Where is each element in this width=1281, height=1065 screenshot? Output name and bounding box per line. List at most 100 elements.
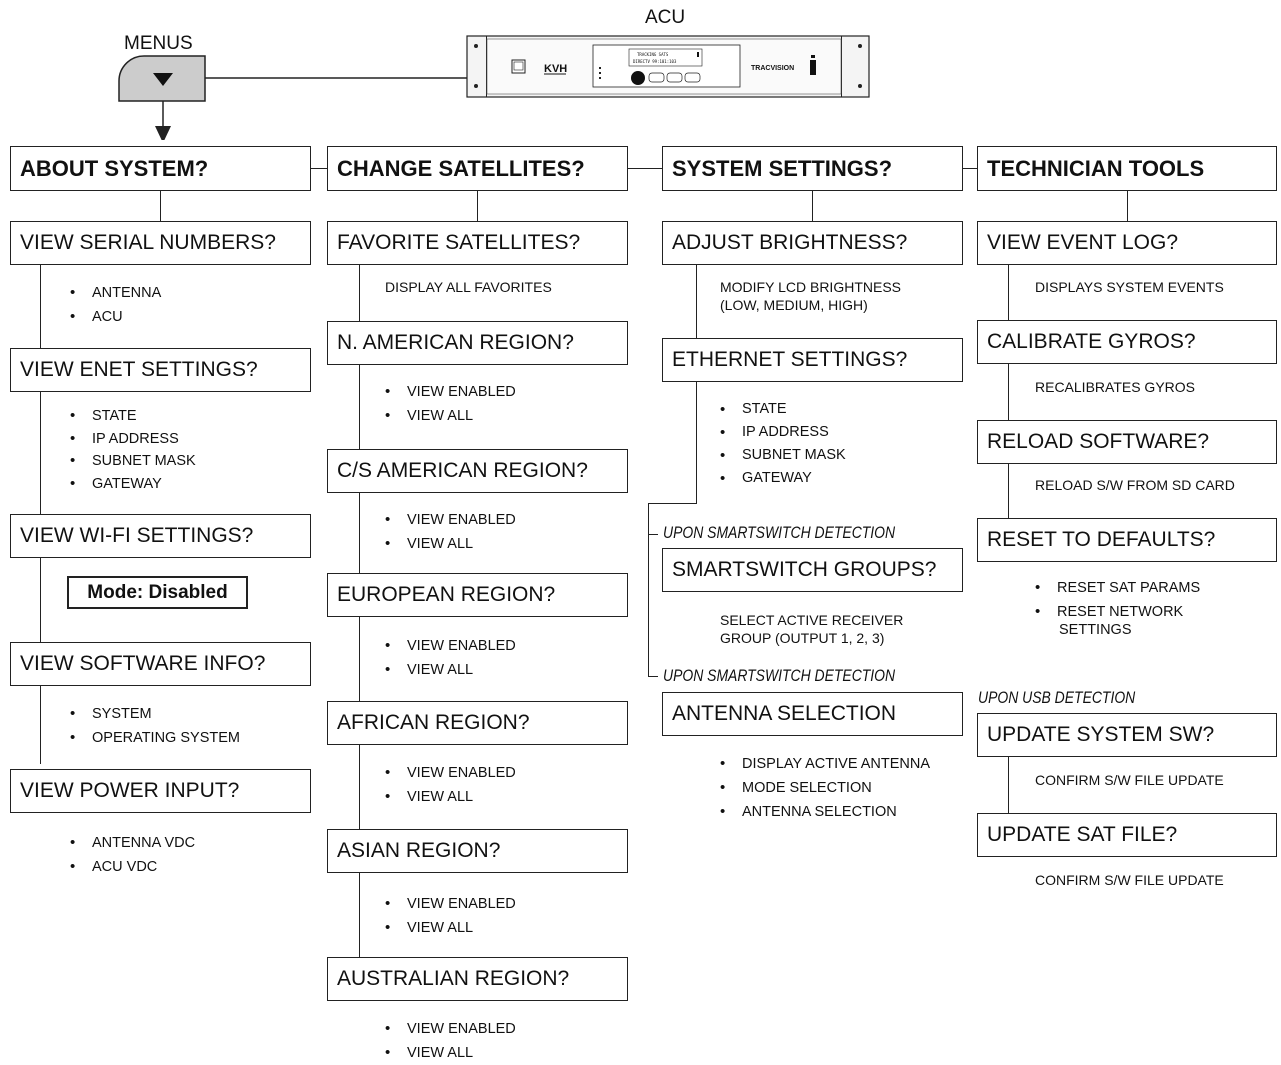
menu-view-serial-numbers[interactable]: VIEW SERIAL NUMBERS? bbox=[10, 221, 311, 265]
list-item: VIEW ALL bbox=[385, 404, 516, 428]
list-item: ANTENNA SELECTION bbox=[720, 800, 930, 824]
list-item: VIEW ALL bbox=[385, 916, 516, 940]
header-connector-2 bbox=[628, 168, 662, 169]
col3-branch-spine bbox=[648, 503, 649, 676]
list-item: RESET SAT PARAMS bbox=[1035, 578, 1200, 598]
kvh-logo: KVH bbox=[544, 63, 567, 75]
list-item: IP ADDRESS bbox=[720, 421, 846, 444]
col3-branch-tick-1 bbox=[648, 534, 658, 535]
note-brightness-line1: MODIFY LCD BRIGHTNESS bbox=[720, 279, 901, 295]
list-item: ACU VDC bbox=[70, 855, 195, 879]
list-item: VIEW ENABLED bbox=[385, 892, 516, 916]
header-technician-tools[interactable]: TECHNICIAN TOOLS bbox=[977, 146, 1277, 191]
bullets-asian: VIEW ENABLED VIEW ALL bbox=[385, 892, 516, 940]
list-item: VIEW ENABLED bbox=[385, 634, 516, 658]
lcd-line2: DIRECTV 99:101:103 bbox=[633, 59, 677, 64]
list-item: OPERATING SYSTEM bbox=[70, 726, 240, 750]
col1-trunk bbox=[160, 191, 161, 221]
menus-button[interactable] bbox=[118, 55, 208, 103]
acu-label: ACU bbox=[645, 7, 686, 28]
menu-antenna-selection[interactable]: ANTENNA SELECTION bbox=[662, 692, 963, 736]
col3-branch-tick-2 bbox=[648, 676, 658, 677]
menu-update-sat-file[interactable]: UPDATE SAT FILE? bbox=[977, 813, 1277, 857]
menu-european-region[interactable]: EUROPEAN REGION? bbox=[327, 573, 628, 617]
condition-smartswitch-1: UPON SMARTSWITCH DETECTION bbox=[663, 523, 896, 542]
bullets-cs-american: VIEW ENABLED VIEW ALL bbox=[385, 508, 516, 556]
list-item: SYSTEM bbox=[70, 702, 240, 726]
note-brightness-line2: (LOW, MEDIUM, HIGH) bbox=[720, 297, 868, 313]
list-item: VIEW ALL bbox=[385, 1041, 516, 1065]
menu-n-american-region[interactable]: N. AMERICAN REGION? bbox=[327, 321, 628, 365]
col4-spine bbox=[1008, 265, 1009, 518]
list-item: ANTENNA bbox=[70, 281, 161, 305]
list-item: VIEW ENABLED bbox=[385, 380, 516, 404]
col4-trunk bbox=[1127, 191, 1128, 221]
down-triangle-icon bbox=[153, 73, 173, 86]
bullets-african: VIEW ENABLED VIEW ALL bbox=[385, 761, 516, 809]
note-update-system-sw: CONFIRM S/W FILE UPDATE bbox=[1035, 772, 1224, 788]
note-calibrate-gyros: RECALIBRATES GYROS bbox=[1035, 379, 1196, 395]
list-item: VIEW ALL bbox=[385, 532, 516, 556]
list-item: RESET NETWORK bbox=[1035, 602, 1200, 622]
reset-network-settings-cont: SETTINGS bbox=[1059, 622, 1132, 638]
menu-smartswitch-groups[interactable]: SMARTSWITCH GROUPS? bbox=[662, 548, 963, 592]
acu-device: KVH TRACKING SATS DIRECTV 99:101:103 TRA… bbox=[155, 35, 870, 140]
menu-view-event-log[interactable]: VIEW EVENT LOG? bbox=[977, 221, 1277, 265]
list-item: VIEW ENABLED bbox=[385, 761, 516, 785]
tracvision-logo: TRACVISION bbox=[751, 65, 794, 72]
header-change-satellites[interactable]: CHANGE SATELLITES? bbox=[327, 146, 628, 191]
menu-reload-software[interactable]: RELOAD SOFTWARE? bbox=[977, 420, 1277, 464]
menu-favorite-satellites[interactable]: FAVORITE SATELLITES? bbox=[327, 221, 628, 265]
menu-view-enet-settings[interactable]: VIEW ENET SETTINGS? bbox=[10, 348, 311, 392]
menu-view-power-input[interactable]: VIEW POWER INPUT? bbox=[10, 769, 311, 813]
list-item: MODE SELECTION bbox=[720, 776, 930, 800]
bullets-n-american: VIEW ENABLED VIEW ALL bbox=[385, 380, 516, 428]
list-item: IP ADDRESS bbox=[70, 428, 196, 451]
list-item: SUBNET MASK bbox=[70, 450, 196, 473]
list-item: VIEW ENABLED bbox=[385, 1017, 516, 1041]
list-item: VIEW ENABLED bbox=[385, 508, 516, 532]
header-about-system[interactable]: ABOUT SYSTEM? bbox=[10, 146, 311, 191]
header-connector-1 bbox=[311, 168, 327, 169]
list-item: DISPLAY ACTIVE ANTENNA bbox=[720, 752, 930, 776]
bullets-australian: VIEW ENABLED VIEW ALL bbox=[385, 1017, 516, 1065]
menu-cs-american-region[interactable]: C/S AMERICAN REGION? bbox=[327, 449, 628, 493]
col2-trunk bbox=[477, 191, 478, 221]
col3-branch-step bbox=[648, 503, 697, 504]
list-item: VIEW ALL bbox=[385, 658, 516, 682]
note-smartswitch-line1: SELECT ACTIVE RECEIVER bbox=[720, 612, 904, 628]
menu-update-system-sw[interactable]: UPDATE SYSTEM SW? bbox=[977, 713, 1277, 757]
list-item: STATE bbox=[720, 398, 846, 421]
menu-australian-region[interactable]: AUSTRALIAN REGION? bbox=[327, 957, 628, 1001]
bullets-european: VIEW ENABLED VIEW ALL bbox=[385, 634, 516, 682]
col3-spine-b bbox=[696, 382, 697, 503]
list-item: VIEW ALL bbox=[385, 785, 516, 809]
bullets-serial-numbers: ANTENNA ACU bbox=[70, 281, 161, 329]
menu-reset-to-defaults[interactable]: RESET TO DEFAULTS? bbox=[977, 518, 1277, 562]
note-display-all-favorites: DISPLAY ALL FAVORITES bbox=[385, 279, 552, 295]
menu-calibrate-gyros[interactable]: CALIBRATE GYROS? bbox=[977, 320, 1277, 364]
col3-trunk bbox=[812, 191, 813, 221]
list-item: GATEWAY bbox=[70, 473, 196, 496]
note-update-sat-file: CONFIRM S/W FILE UPDATE bbox=[1035, 872, 1224, 888]
header-system-settings[interactable]: SYSTEM SETTINGS? bbox=[662, 146, 963, 191]
bullets-ethernet: STATE IP ADDRESS SUBNET MASK GATEWAY bbox=[720, 398, 846, 490]
bullets-antenna-selection: DISPLAY ACTIVE ANTENNA MODE SELECTION AN… bbox=[720, 752, 930, 824]
list-item: GATEWAY bbox=[720, 467, 846, 490]
bullets-enet-settings: STATE IP ADDRESS SUBNET MASK GATEWAY bbox=[70, 405, 196, 495]
menu-ethernet-settings[interactable]: ETHERNET SETTINGS? bbox=[662, 338, 963, 382]
list-item: ACU bbox=[70, 305, 161, 329]
menu-adjust-brightness[interactable]: ADJUST BRIGHTNESS? bbox=[662, 221, 963, 265]
menu-african-region[interactable]: AFRICAN REGION? bbox=[327, 701, 628, 745]
list-item: ANTENNA VDC bbox=[70, 831, 195, 855]
menu-view-software-info[interactable]: VIEW SOFTWARE INFO? bbox=[10, 642, 311, 686]
menu-view-wifi-settings[interactable]: VIEW WI-FI SETTINGS? bbox=[10, 514, 311, 558]
condition-usb: UPON USB DETECTION bbox=[978, 688, 1136, 707]
list-item: SUBNET MASK bbox=[720, 444, 846, 467]
bullets-power-input: ANTENNA VDC ACU VDC bbox=[70, 831, 195, 879]
bullets-software-info: SYSTEM OPERATING SYSTEM bbox=[70, 702, 240, 750]
bullets-reset-defaults: RESET SAT PARAMS RESET NETWORK bbox=[1035, 578, 1200, 622]
menu-asian-region[interactable]: ASIAN REGION? bbox=[327, 829, 628, 873]
list-item: STATE bbox=[70, 405, 196, 428]
condition-smartswitch-2: UPON SMARTSWITCH DETECTION bbox=[663, 666, 896, 685]
